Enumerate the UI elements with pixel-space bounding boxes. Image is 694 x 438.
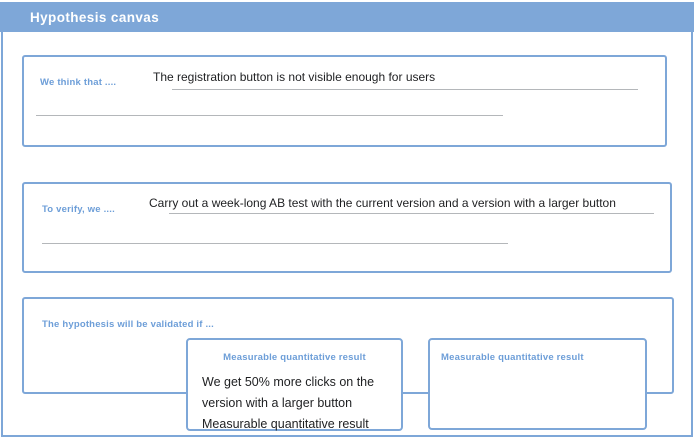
measurable-result-box-1[interactable]: Measurable quantitative result We get 50…	[186, 338, 403, 431]
measurable-result-value-1[interactable]: We get 50% more clicks on the version wi…	[202, 375, 375, 431]
page-title: Hypothesis canvas	[30, 9, 160, 25]
to-verify-empty-line[interactable]	[42, 243, 508, 244]
we-think-section: We think that .... The registration butt…	[22, 55, 667, 147]
measurable-result-label-2: Measurable quantitative result	[441, 352, 584, 363]
we-think-label: We think that ....	[40, 77, 117, 88]
we-think-empty-line[interactable]	[36, 115, 503, 116]
measurable-result-label-1: Measurable quantitative result	[223, 352, 366, 363]
measurable-result-box-2[interactable]: Measurable quantitative result	[428, 338, 647, 430]
we-think-answer[interactable]: The registration button is not visible e…	[153, 70, 436, 84]
header-bar: Hypothesis canvas	[0, 2, 694, 32]
to-verify-label: To verify, we ....	[42, 204, 115, 215]
to-verify-answer-line[interactable]	[169, 213, 654, 214]
we-think-answer-line[interactable]	[172, 89, 638, 90]
validated-if-label: The hypothesis will be validated if ...	[42, 319, 214, 330]
to-verify-section: To verify, we .... Carry out a week-long…	[22, 182, 672, 273]
to-verify-answer[interactable]: Carry out a week-long AB test with the c…	[149, 196, 616, 210]
